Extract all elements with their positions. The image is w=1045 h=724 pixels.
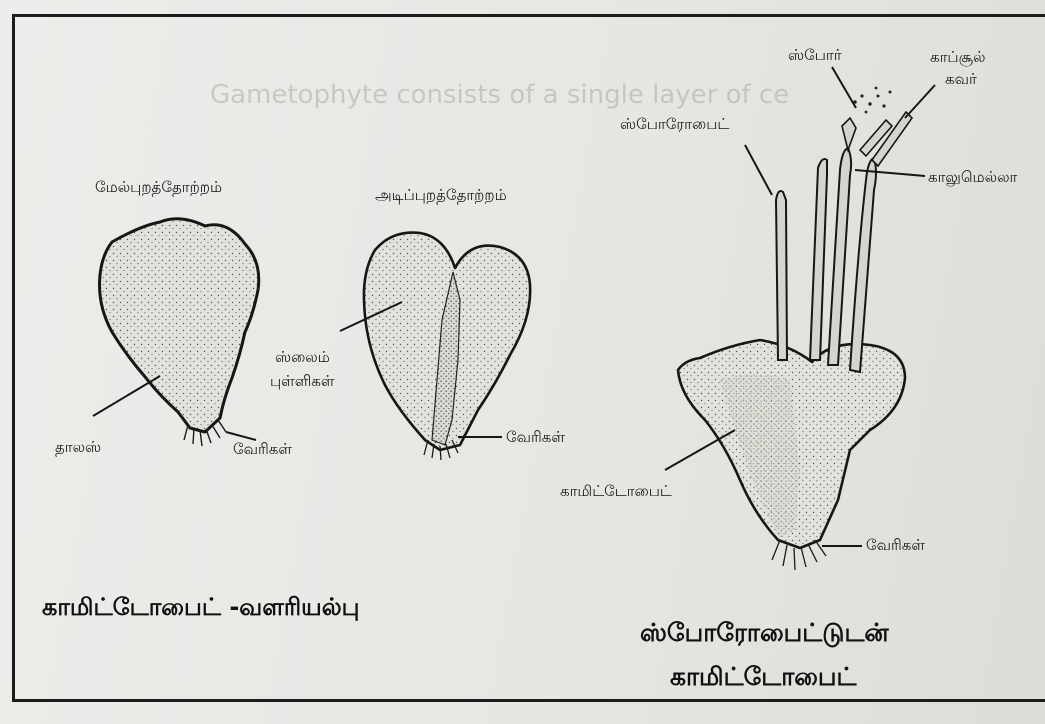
left-panel-caption: காமிட்டோபைட் -வளரியல்பு — [42, 592, 360, 622]
right-panel-caption-line1: ஸ்போரோபைட்டுடன் — [640, 618, 889, 648]
seta-label: காலுமெல்லா — [928, 168, 1017, 186]
sporophyte-label: ஸ்போரோபைட் — [620, 115, 729, 133]
thallus-label: தாலஸ் — [55, 438, 101, 456]
ventral-view-label: அடிப்புறத்தோற்றம் — [375, 186, 507, 204]
gametophyte-label: காமிட்டோபைட் — [560, 482, 672, 500]
dorsal-thallus — [100, 219, 259, 446]
spore-label: ஸ்போர் — [788, 46, 842, 64]
capsule-lid-label-line1: காப்சூல் — [930, 48, 985, 66]
capsule-lid-label-line2: கவர் — [945, 70, 977, 88]
ventral-thallus — [364, 233, 530, 460]
rhizoids-label-right: வேரிகள் — [866, 536, 925, 554]
sporophytes — [776, 112, 912, 372]
spores — [853, 87, 891, 114]
dorsal-view-label: மேல்புறத்தோற்றம் — [95, 178, 222, 196]
rhizoids-label-dorsal: வேரிகள் — [233, 440, 292, 458]
gametophyte-with-sporophyte — [678, 87, 912, 570]
rhizoids-label-ventral: வேரிகள் — [506, 428, 565, 446]
slime-scales-label-line1: ஸ்லைம் — [275, 348, 330, 366]
slime-scales-label-line2: புள்ளிகள் — [270, 372, 334, 390]
right-panel-caption-line2: காமிட்டோபைட் — [670, 662, 856, 692]
